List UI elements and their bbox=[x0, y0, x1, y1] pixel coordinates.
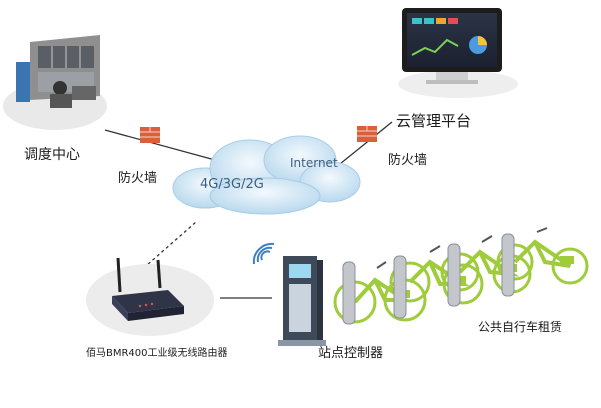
dispatch-room-icon bbox=[3, 35, 107, 130]
station-icon bbox=[278, 256, 326, 346]
signal-icon bbox=[252, 242, 275, 265]
label-internet: Internet bbox=[290, 156, 338, 170]
label-cloud-platform: 云管理平台 bbox=[396, 112, 472, 130]
bike-icon bbox=[333, 227, 589, 325]
label-public-bike: 公共自行车租赁 bbox=[478, 320, 563, 334]
label-firewall-left: 防火墙 bbox=[118, 171, 158, 186]
label-firewall-right: 防火墙 bbox=[388, 153, 428, 168]
router-icon bbox=[86, 257, 214, 336]
label-router: 佰马BMR400工业级无线路由器 bbox=[86, 348, 228, 359]
firewall-icon bbox=[140, 126, 377, 143]
label-dispatch-center: 调度中心 bbox=[24, 147, 80, 163]
cloud-icon bbox=[172, 135, 361, 215]
monitor-icon bbox=[398, 8, 518, 98]
label-station-controller: 站点控制器 bbox=[318, 346, 384, 361]
label-network: 4G/3G/2G bbox=[200, 177, 264, 192]
